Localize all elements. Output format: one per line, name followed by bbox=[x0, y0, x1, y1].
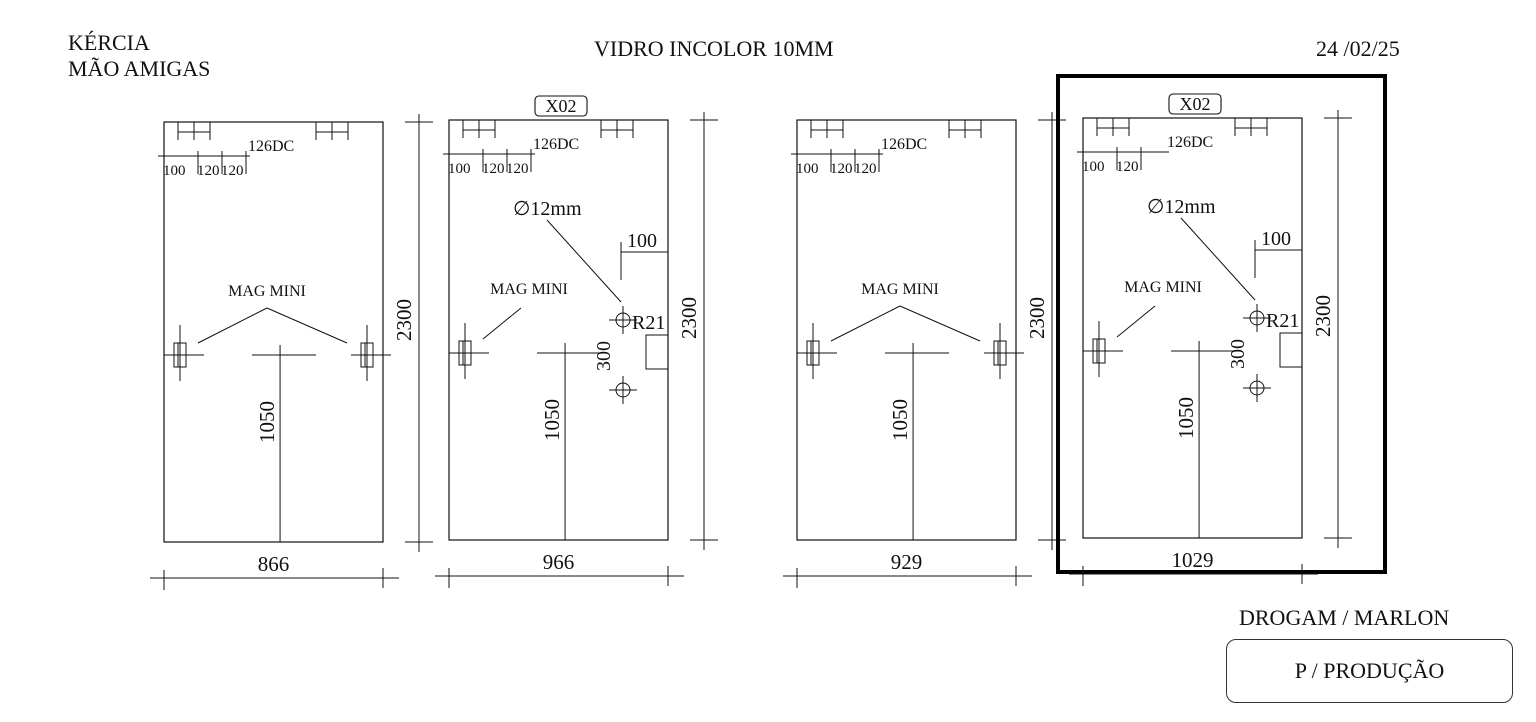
mag-leader bbox=[482, 307, 522, 340]
hole-spacing-label: 300 bbox=[1227, 339, 1249, 369]
glass-panel-outline bbox=[1082, 117, 1303, 539]
quantity-tag-box bbox=[534, 95, 588, 117]
edge-notch bbox=[645, 334, 669, 370]
hinge-model-label: 126DC bbox=[248, 138, 294, 155]
hinge-offset-label: 120 bbox=[1116, 159, 1139, 175]
mag-mini-label: MAG MINI bbox=[861, 281, 939, 298]
client-company: MÃO AMIGAS bbox=[68, 56, 211, 81]
height-label: 2300 bbox=[677, 297, 701, 339]
client-name: KÉRCIA bbox=[68, 30, 150, 55]
width-label: 1029 bbox=[1172, 548, 1214, 572]
mag-mini-label: MAG MINI bbox=[228, 283, 306, 300]
mag-mini-label: MAG MINI bbox=[1124, 279, 1202, 296]
edge-offset-label: 100 bbox=[1261, 228, 1291, 250]
hinge-offset-label: 120 bbox=[506, 161, 529, 177]
hinge-model-label: 126DC bbox=[533, 136, 579, 153]
order-date: 24 /02/25 bbox=[1316, 36, 1400, 61]
hole-leader bbox=[546, 219, 622, 303]
mag-leader-left bbox=[197, 307, 268, 344]
glass-panel-outline bbox=[448, 119, 669, 541]
height-label: 2300 bbox=[1311, 295, 1335, 337]
quantity-tag: X02 bbox=[1180, 94, 1211, 114]
edge-notch bbox=[1279, 332, 1303, 368]
hinge-offset-label: 100 bbox=[448, 161, 471, 177]
mag-leader-right bbox=[899, 305, 981, 342]
handle-height-label: 1050 bbox=[888, 399, 912, 441]
hole-spacing-label: 300 bbox=[593, 341, 615, 371]
width-label: 866 bbox=[258, 552, 290, 576]
hinge-model-label: 126DC bbox=[1167, 134, 1213, 151]
hinge-offset-label: 120 bbox=[221, 163, 244, 179]
hole-radius-label: R21 bbox=[632, 312, 665, 334]
hinge-offset-label: 120 bbox=[854, 161, 877, 177]
hinge-offset-label: 100 bbox=[163, 163, 186, 179]
highlight-frame bbox=[1056, 74, 1387, 574]
handle-height-label: 1050 bbox=[255, 401, 279, 443]
glass-panel-outline bbox=[163, 121, 384, 543]
hinge-offset-label: 100 bbox=[796, 161, 819, 177]
hinge-offset-label: 120 bbox=[197, 163, 220, 179]
hole-radius-label: R21 bbox=[1266, 310, 1299, 332]
signature: DROGAM / MARLON bbox=[1239, 605, 1450, 630]
height-label: 2300 bbox=[392, 299, 416, 341]
mag-leader bbox=[1116, 305, 1156, 338]
handle-height-label: 1050 bbox=[1174, 397, 1198, 439]
mag-mini-label: MAG MINI bbox=[490, 281, 568, 298]
hinge-offset-label: 120 bbox=[482, 161, 505, 177]
hole-diameter-label: ∅12mm bbox=[513, 198, 582, 220]
hinge-model-label: 126DC bbox=[881, 136, 927, 153]
handle-height-label: 1050 bbox=[540, 399, 564, 441]
mag-leader-right bbox=[266, 307, 348, 344]
quantity-tag-box bbox=[1168, 93, 1222, 115]
status-badge: P / PRODUÇÃO bbox=[1226, 639, 1513, 703]
status-label: P / PRODUÇÃO bbox=[1294, 658, 1445, 683]
quantity-tag: X02 bbox=[546, 96, 577, 116]
glass-panel-outline bbox=[796, 119, 1017, 541]
hole-leader bbox=[1180, 217, 1256, 301]
mag-leader-left bbox=[830, 305, 901, 342]
hinge-offset-label: 100 bbox=[1082, 159, 1105, 175]
width-label: 966 bbox=[543, 550, 575, 574]
hole-diameter-label: ∅12mm bbox=[1147, 196, 1216, 218]
width-label: 929 bbox=[891, 550, 923, 574]
hinge-offset-label: 120 bbox=[830, 161, 853, 177]
height-label: 2300 bbox=[1025, 297, 1049, 339]
material-title: VIDRO INCOLOR 10MM bbox=[594, 36, 834, 61]
edge-offset-label: 100 bbox=[627, 230, 657, 252]
